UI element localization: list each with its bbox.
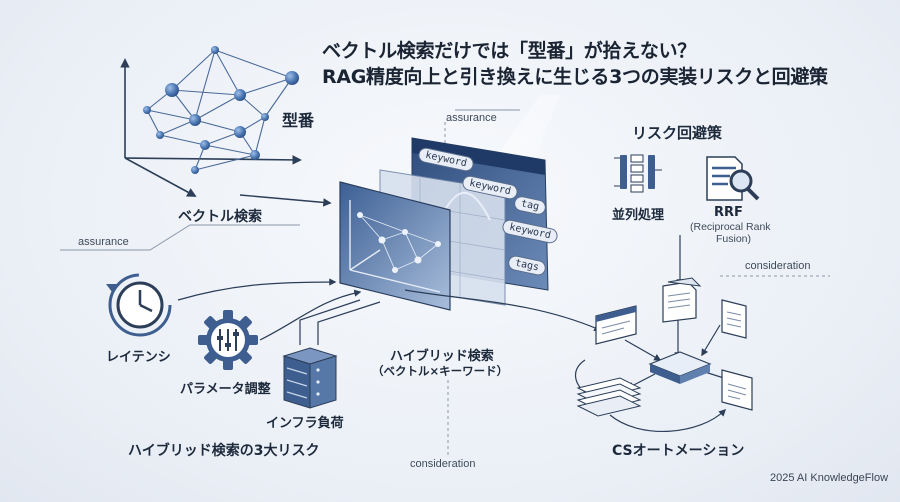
vector-space-axes bbox=[120, 58, 302, 197]
server-rack-icon bbox=[282, 347, 338, 409]
cs-automation-label: CSオートメーション bbox=[612, 443, 745, 459]
vector-panel bbox=[339, 181, 451, 311]
consideration-bottom-label: consideration bbox=[410, 458, 476, 470]
model-number-label: 型番 bbox=[282, 111, 315, 130]
guide-lines bbox=[444, 122, 830, 455]
gear-sliders-icon bbox=[198, 310, 258, 370]
parameter-tuning-label: パラメータ調整 bbox=[180, 382, 271, 397]
rrf-label: RRF bbox=[714, 205, 743, 220]
risk-avoidance-heading: リスク回避策 bbox=[632, 124, 723, 142]
footer-copyright: 2025 AI KnowledgeFlow bbox=[770, 472, 889, 484]
clock-icon bbox=[106, 273, 172, 337]
vector-network-edges bbox=[146, 49, 293, 171]
three-risks-heading: ハイブリッド検索の3大リスク bbox=[128, 443, 320, 459]
title-line-1: ベクトル検索だけでは「型番」が拾えない？ bbox=[322, 40, 697, 62]
consideration-right-label: consideration bbox=[745, 260, 811, 272]
infra-load-label: インフラ負荷 bbox=[266, 416, 344, 431]
risk-flow-lines bbox=[177, 278, 602, 345]
parallel-processing-label: 並列処理 bbox=[612, 208, 665, 223]
hybrid-search-label: ハイブリッド検索 bbox=[390, 349, 494, 364]
parallel-flow-icon bbox=[614, 154, 662, 193]
cs-automation-cluster bbox=[575, 277, 753, 432]
vector-to-hybrid-arrow bbox=[239, 194, 332, 207]
section-lines bbox=[60, 109, 520, 251]
vector-network-nodes bbox=[143, 46, 299, 174]
assurance-top-label: assurance bbox=[446, 112, 497, 124]
assurance-left-label: assurance bbox=[78, 236, 129, 248]
rrf-sub-line-1: (Reciprocal Rank bbox=[690, 221, 771, 233]
document-magnifier-icon bbox=[706, 156, 760, 201]
vector-search-label: ベクトル検索 bbox=[178, 209, 262, 225]
rrf-sub-line-2: Fusion) bbox=[716, 233, 752, 245]
title-line-2: RAG精度向上と引き換えに生じる3つの実装リスクと回避策 bbox=[322, 66, 828, 88]
hybrid-search-sub: （ベクトル×キーワード） bbox=[372, 364, 509, 378]
latency-label: レイテンシ bbox=[106, 350, 171, 365]
